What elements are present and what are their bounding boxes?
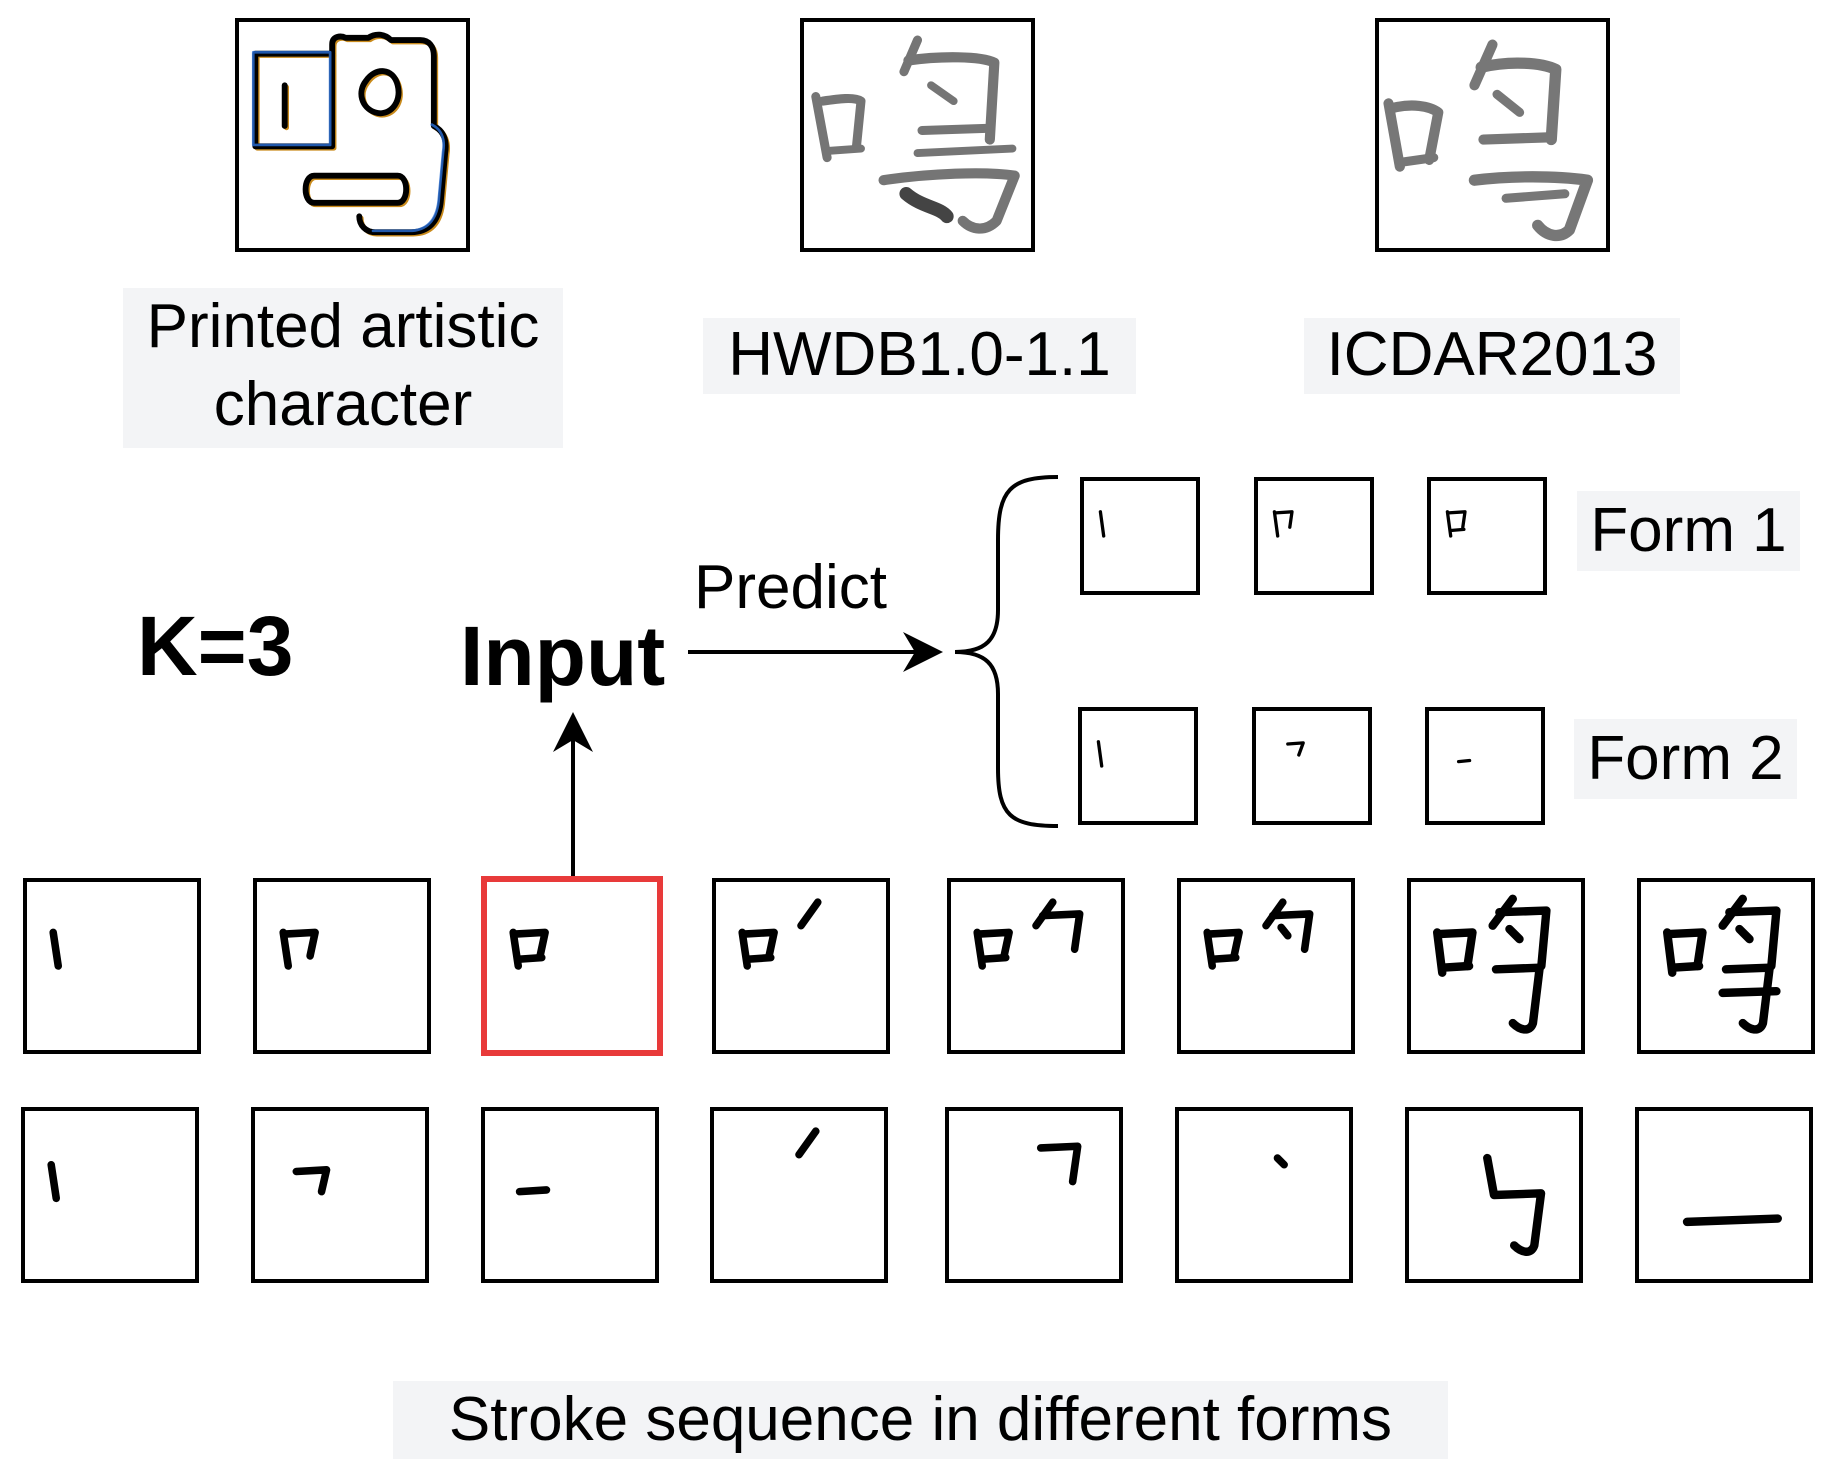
cumulative-stroke-box-7 [1407, 878, 1585, 1054]
handwritten-character-hwdb-icon [811, 35, 1020, 234]
single-stroke-icon [47, 1160, 61, 1203]
form1-box-2 [1254, 477, 1374, 595]
cumulative-stroke-icon [49, 928, 63, 970]
single-stroke-box-1 [21, 1107, 199, 1283]
cumulative-stroke-box-5 [947, 878, 1125, 1054]
single-stroke-icon [292, 1166, 331, 1196]
caption-icdar-text: ICDAR2013 [1326, 320, 1658, 389]
form2-box-2 [1252, 707, 1372, 825]
stroke-sequence-caption: Stroke sequence in different forms [393, 1381, 1448, 1459]
single-stroke-icon [1273, 1154, 1288, 1169]
form1-partial-strokes-icon [1445, 510, 1467, 538]
single-stroke-icon [515, 1186, 551, 1196]
single-stroke-box-8 [1635, 1107, 1813, 1283]
single-stroke-box-5 [945, 1107, 1123, 1283]
form2-box-3 [1425, 707, 1545, 825]
cumulative-stroke-box-2 [253, 878, 431, 1054]
dataset-image-hwdb [800, 18, 1035, 252]
input-label: Input [460, 609, 666, 703]
form2-single-strokes-icon [1096, 740, 1104, 768]
handwritten-character-icdar-icon [1383, 39, 1594, 242]
form1-partial-strokes-icon [1098, 510, 1106, 538]
single-stroke-box-2 [251, 1107, 429, 1283]
form2-label: Form 2 [1574, 719, 1797, 799]
caption-printed-line1: Printed artistic [146, 292, 540, 361]
form2-single-strokes-icon [1286, 741, 1305, 757]
cumulative-stroke-box-6 [1177, 878, 1355, 1054]
caption-hwdb: HWDB1.0-1.1 [703, 318, 1136, 394]
single-stroke-box-7 [1405, 1107, 1583, 1283]
single-stroke-box-3 [481, 1107, 659, 1283]
form2-single-strokes-icon [1456, 758, 1472, 764]
caption-hwdb-text: HWDB1.0-1.1 [728, 320, 1111, 389]
single-stroke-icon [795, 1127, 820, 1159]
form2-label-text: Form 2 [1587, 724, 1784, 793]
dataset-image-icdar [1375, 18, 1610, 252]
form-brace [954, 475, 1059, 828]
artistic-outline-character-icon [251, 31, 450, 237]
single-stroke-box-4 [710, 1107, 888, 1283]
cumulative-stroke-box-4 [712, 878, 890, 1054]
stroke-sequence-caption-text: Stroke sequence in different forms [448, 1385, 1393, 1454]
dataset-image-printed [235, 18, 470, 252]
cumulative-stroke-box-1 [23, 878, 201, 1054]
cumulative-stroke-box-8 [1637, 878, 1815, 1054]
cumulative-stroke-icon [1433, 894, 1551, 1034]
form1-label: Form 1 [1577, 491, 1800, 571]
cumulative-stroke-icon [738, 898, 822, 970]
single-stroke-icon [1682, 1214, 1782, 1227]
cumulative-stroke-icon [279, 928, 319, 970]
single-stroke-box-6 [1175, 1107, 1353, 1283]
single-stroke-icon [1036, 1142, 1082, 1186]
cumulative-stroke-box-3-selected [481, 876, 663, 1056]
form1-box-3 [1427, 477, 1547, 595]
form2-box-1 [1078, 707, 1198, 825]
caption-printed-artistic: Printed artistic character [123, 288, 563, 448]
single-stroke-icon [1483, 1153, 1546, 1256]
cumulative-stroke-icon [509, 928, 549, 970]
cumulative-stroke-icon [973, 898, 1084, 970]
k-label: K=3 [137, 599, 294, 693]
form1-label-text: Form 1 [1590, 496, 1787, 565]
caption-printed-line2: character [213, 370, 473, 439]
caption-icdar: ICDAR2013 [1304, 318, 1680, 394]
cumulative-stroke-icon [1203, 898, 1314, 970]
form1-box-1 [1080, 477, 1200, 595]
cumulative-stroke-icon [1663, 894, 1781, 1034]
form1-partial-strokes-icon [1272, 510, 1294, 538]
predict-label: Predict [694, 553, 887, 622]
